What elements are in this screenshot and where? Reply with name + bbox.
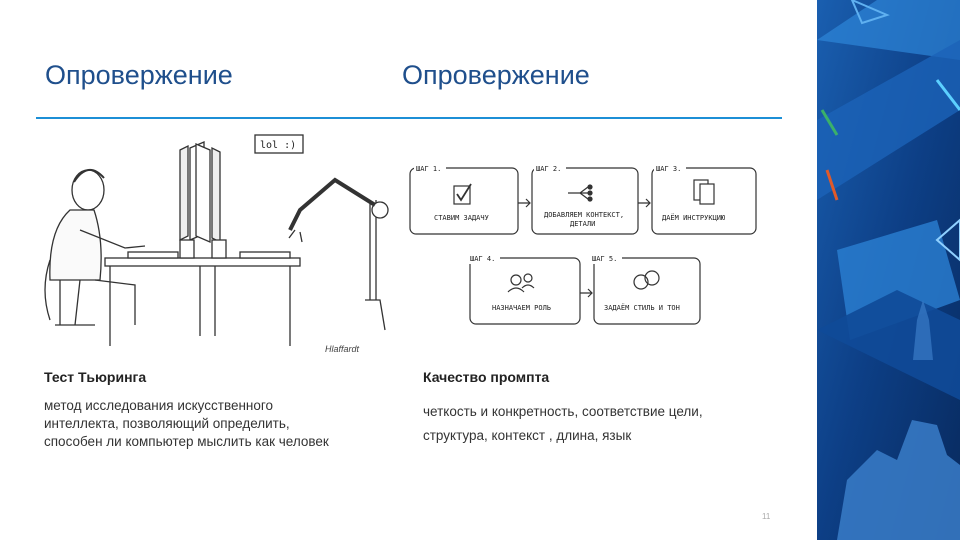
step-4-box [469,257,581,325]
page-number: 11 [762,512,771,521]
right-caption-body: четкость и конкретность, соответствие це… [423,400,703,448]
left-caption-body: метод исследования искусственного интелл… [44,397,329,451]
left-caption-line: интеллекта, позволяющий определить, [44,416,290,431]
user-icon [510,274,522,286]
step-2-text-line2: ДЕТАЛИ [570,220,595,228]
slide-title-right: Опровержение [402,60,590,90]
title-divider [36,117,782,119]
checkmark-icon [456,183,472,202]
artist-signature: Hlaffardt [325,344,360,354]
step-4-tag: ШАГ 4. [470,255,495,263]
monument-silhouette [837,420,960,540]
happy-mask-icon [633,274,649,290]
step-2-box [531,167,639,235]
step-1-text: СТАВИМ ЗАДАЧУ [434,214,489,222]
step-3-text: ДАЁМ ИНСТРУКЦИЮ [662,213,726,222]
step-5-box [593,257,701,325]
robot-screen-text: lol :) [260,140,296,151]
right-caption-line: четкость и конкретность, соответствие це… [423,404,703,419]
prompt-steps-diagram: ШАГ 1. СТАВИМ ЗАДАЧУ ШАГ 2. ДОБАВЛЯЕМ КО… [409,162,757,325]
turing-test-illustration: lol :) Hlaffardt [44,134,389,354]
step-5-text: ЗАДАЁМ СТИЛЬ И ТОН [604,303,680,312]
step-1-box [409,167,519,235]
step-1-tag: ШАГ 1. [416,165,441,173]
step-5-tag: ШАГ 5. [592,255,617,263]
sad-mask-icon [644,270,660,286]
step-2-text: ДОБАВЛЯЕМ КОНТЕКСТ, [544,211,624,219]
decorative-sidebar [817,0,960,540]
right-caption-title: Качество промпта [423,369,550,385]
checkbox-icon [453,185,471,205]
left-caption-line: способен ли компьютер мыслить как челове… [44,434,329,449]
step-2-tag: ШАГ 2. [536,165,561,173]
right-caption-line: структура, контекст , длина, язык [423,428,632,443]
step-4-text: НАЗНАЧАЕМ РОЛЬ [492,304,551,312]
step-3-tag: ШАГ 3. [656,165,681,173]
left-caption-title: Тест Тьюринга [44,369,147,385]
left-caption-line: метод исследования искусственного [44,398,274,413]
slide-title-left: Опровержение [45,60,233,90]
branch-icon [568,186,589,200]
